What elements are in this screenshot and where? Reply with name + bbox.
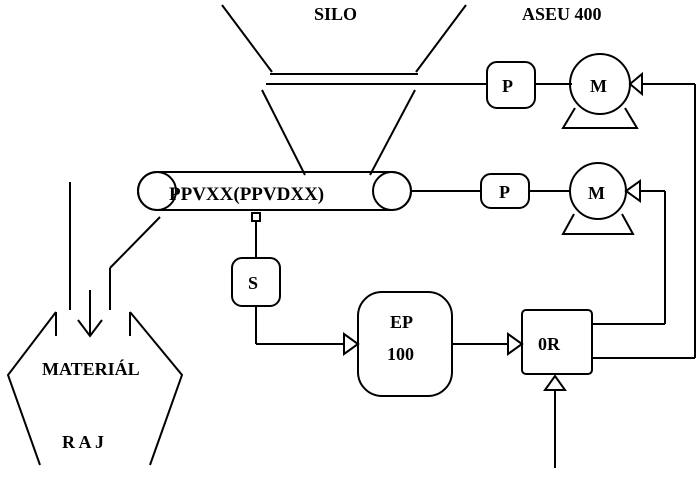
material-bin (6, 182, 184, 466)
sensor (231, 212, 360, 356)
top-drive-line (422, 53, 695, 129)
pump-mid-label: P (499, 182, 510, 202)
aseu-label: ASEU 400 (522, 4, 602, 24)
motor-mid-base (561, 213, 635, 235)
conveyor-label: PPVXX(PPVDXX) (169, 184, 324, 205)
motor-top-base (561, 107, 639, 129)
or-label: 0R (538, 334, 561, 354)
or-box (521, 309, 593, 375)
sensor-label: S (248, 273, 258, 293)
motor-top-label: M (590, 76, 607, 96)
ep-label-line1: EP (390, 312, 413, 332)
pump-top-label: P (502, 76, 513, 96)
ep-label-line2: 100 (387, 344, 414, 364)
silo (221, 4, 467, 176)
material-label: MATERIÁL (42, 358, 140, 379)
ep-unit (357, 291, 524, 397)
motor-mid-label: M (588, 183, 605, 203)
or-unit (521, 84, 696, 468)
raj-label: R A J (62, 432, 104, 452)
silo-label: SILO (314, 4, 357, 24)
mid-drive-line (411, 162, 665, 235)
